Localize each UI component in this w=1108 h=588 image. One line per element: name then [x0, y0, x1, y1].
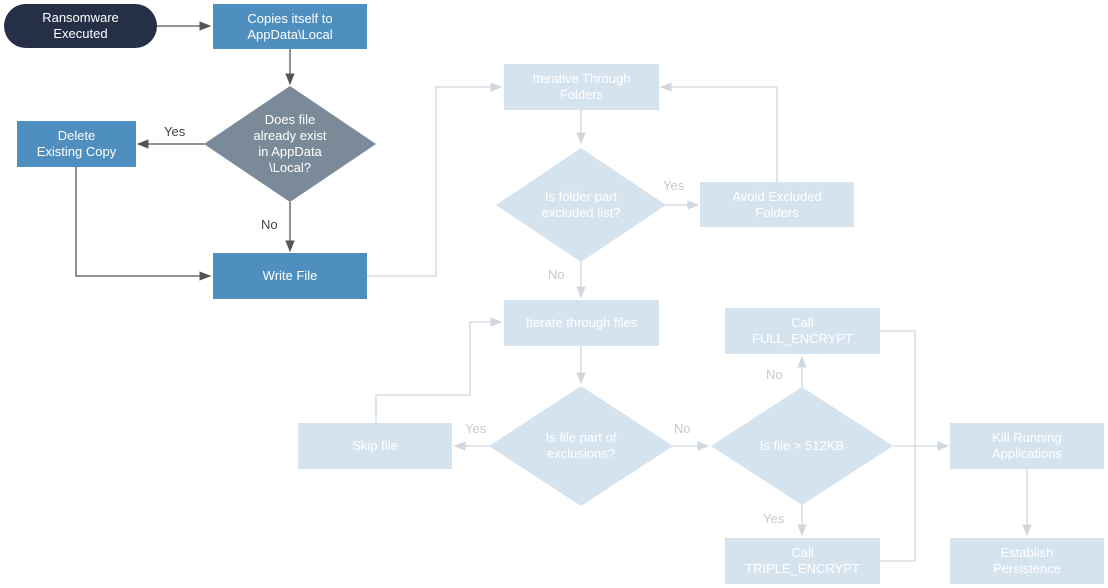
edge-label-no-size: No — [674, 421, 691, 436]
edge-label-yes-delete: Yes — [164, 124, 186, 139]
node-persist-shape — [950, 538, 1104, 584]
node-exists-shape — [204, 86, 376, 202]
node-folders-label: Iterative Through Folders — [532, 71, 631, 102]
node-size-shape — [711, 387, 893, 505]
node-full-label: Call FULL_ENCRYPT — [752, 315, 853, 346]
node-files-shape — [504, 300, 659, 346]
edge-full-merge — [880, 330, 916, 446]
node-write-shape — [213, 253, 367, 299]
node-skip-shape — [298, 423, 452, 469]
node-exists-label: Does file already exist in AppData \Loca… — [253, 112, 327, 175]
edge-triple-merge — [880, 446, 916, 562]
edge-label-yes-skip: Yes — [465, 421, 487, 436]
node-folder-excluded-label: Is folder part excluded list? — [541, 189, 621, 220]
node-write-label: Write File — [262, 268, 318, 283]
node-start-shape — [4, 4, 157, 48]
edge-delete-write — [75, 167, 212, 281]
node-start-label: Ransomware Executed — [42, 10, 119, 41]
node-folders-shape — [504, 64, 659, 110]
node-files-label: Iterate through files — [525, 315, 638, 330]
edge-label-yes-triple: Yes — [763, 511, 785, 526]
edge-avoid-folders — [659, 82, 778, 182]
node-file-excl-label: Is file part of exclusions? — [545, 430, 617, 461]
node-copy-shape — [213, 4, 367, 49]
node-copy-label: Copies itself to AppData\Local — [247, 10, 333, 42]
node-kill-shape — [950, 423, 1104, 469]
node-kill-label: Kill Running Applications — [991, 430, 1063, 461]
node-triple-label: Call TRIPLE_ENCRYPT — [745, 545, 860, 576]
node-triple-shape — [725, 538, 880, 584]
node-full-shape — [725, 308, 880, 354]
node-persist-label: Establish Persistence — [993, 545, 1061, 576]
node-skip-label: Skip file — [352, 438, 398, 453]
edge-label-no-full: No — [766, 367, 783, 382]
edge-label-yes-avoid: Yes — [663, 178, 685, 193]
edge-label-no-files: No — [548, 267, 565, 282]
edge-skip-files — [375, 317, 503, 423]
node-delete-label: Delete Existing Copy — [36, 128, 117, 159]
edge-write-folders — [367, 82, 503, 277]
node-avoid-shape — [700, 182, 854, 227]
node-file-excl-shape — [489, 386, 673, 506]
node-avoid-label: Avoid Excluded Folders — [732, 188, 822, 220]
node-size-label: Is file > 512KB — [759, 438, 845, 453]
node-folder-excluded-shape — [496, 148, 666, 262]
edge-label-no-write: No — [261, 217, 278, 232]
node-delete-shape — [17, 121, 136, 167]
